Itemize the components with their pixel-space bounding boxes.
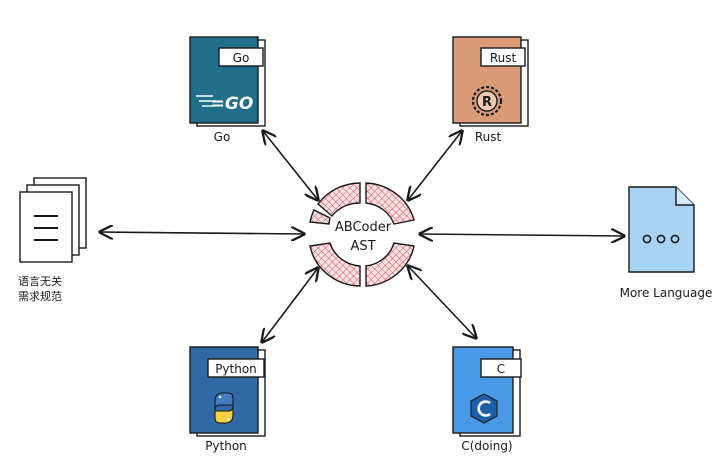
- connectors: [100, 131, 624, 342]
- arrow-more: [420, 234, 624, 236]
- more-language-file-fold: [675, 187, 694, 206]
- svg-text:R: R: [482, 95, 492, 110]
- python-caption: Python: [205, 439, 247, 453]
- document-stack-icon: [34, 215, 58, 241]
- python-snakes-logo-icon: [214, 392, 234, 424]
- node-rust: Rust R Rust: [452, 36, 529, 144]
- go-tag-label: Go: [233, 51, 250, 65]
- node-python: Python Python: [189, 346, 266, 453]
- ring-segment-top: [317, 182, 361, 218]
- arrow-go: [263, 131, 318, 200]
- python-tag-label: Python: [215, 362, 257, 376]
- go-logo-text: =GO: [211, 94, 254, 114]
- more-language-caption: More Language: [620, 286, 713, 300]
- docs-caption-line1: 语言无关: [18, 274, 62, 288]
- go-tag: [218, 47, 264, 67]
- arrow-python: [262, 268, 318, 342]
- rust-tag: [480, 47, 526, 67]
- abcoder-ast-ring: ABCoder AST: [309, 182, 415, 287]
- ring-segment-right-bottom: [365, 242, 415, 287]
- go-gopher-logo-icon: =GO: [196, 94, 253, 114]
- c-caption: C(doing): [461, 439, 512, 453]
- go-caption: Go: [214, 130, 231, 144]
- center-title-line2: AST: [350, 239, 375, 254]
- arrow-rust: [408, 131, 462, 200]
- doc-sheet-front: [19, 191, 73, 263]
- file-ellipsis-icon: [642, 234, 680, 244]
- ring-segment-right-top: [365, 182, 415, 225]
- docs-caption-line2: 需求规范: [18, 289, 62, 303]
- node-docs: 语言无关 需求规范: [18, 177, 87, 303]
- c-tag-label: C: [497, 362, 505, 376]
- node-go: Go =GO Go: [189, 36, 266, 144]
- ring-segment-left-top: [309, 209, 331, 225]
- rust-tag-label: Rust: [490, 51, 517, 65]
- c-tag: [480, 358, 522, 378]
- c-hexagon-logo-icon: [470, 393, 498, 424]
- rust-gear-logo-icon: R: [471, 85, 503, 117]
- center-title-line1: ABCoder: [335, 220, 392, 235]
- more-language-file: [628, 186, 695, 273]
- python-tag: [207, 358, 265, 378]
- rust-caption: Rust: [475, 130, 502, 144]
- ring-segment-left-bottom: [309, 242, 361, 287]
- arrow-docs: [100, 232, 304, 234]
- node-more-language: More Language: [620, 186, 713, 300]
- arrow-c: [408, 266, 476, 338]
- node-c: C C(doing): [452, 346, 522, 453]
